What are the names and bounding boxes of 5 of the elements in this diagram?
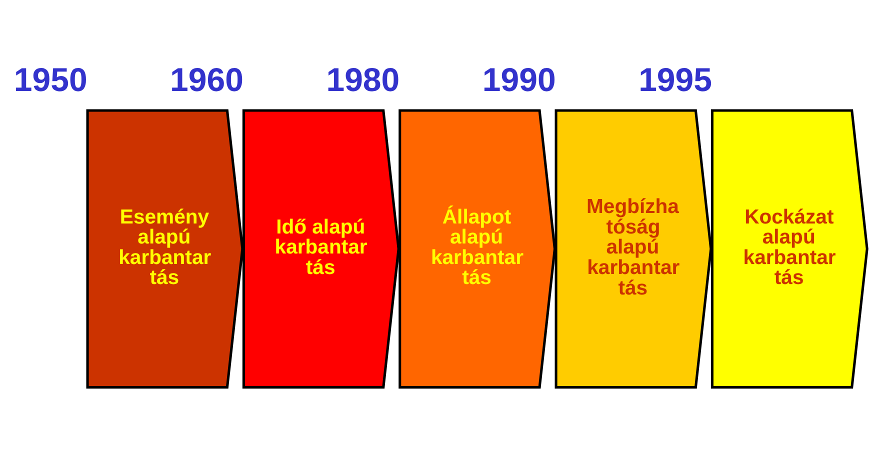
node-label: 1990 [482,61,556,98]
node-label: 1960 [170,61,244,98]
node-label: 1995 [638,61,712,98]
node-label: 1950 [14,61,88,98]
node-label: 1980 [326,61,400,98]
